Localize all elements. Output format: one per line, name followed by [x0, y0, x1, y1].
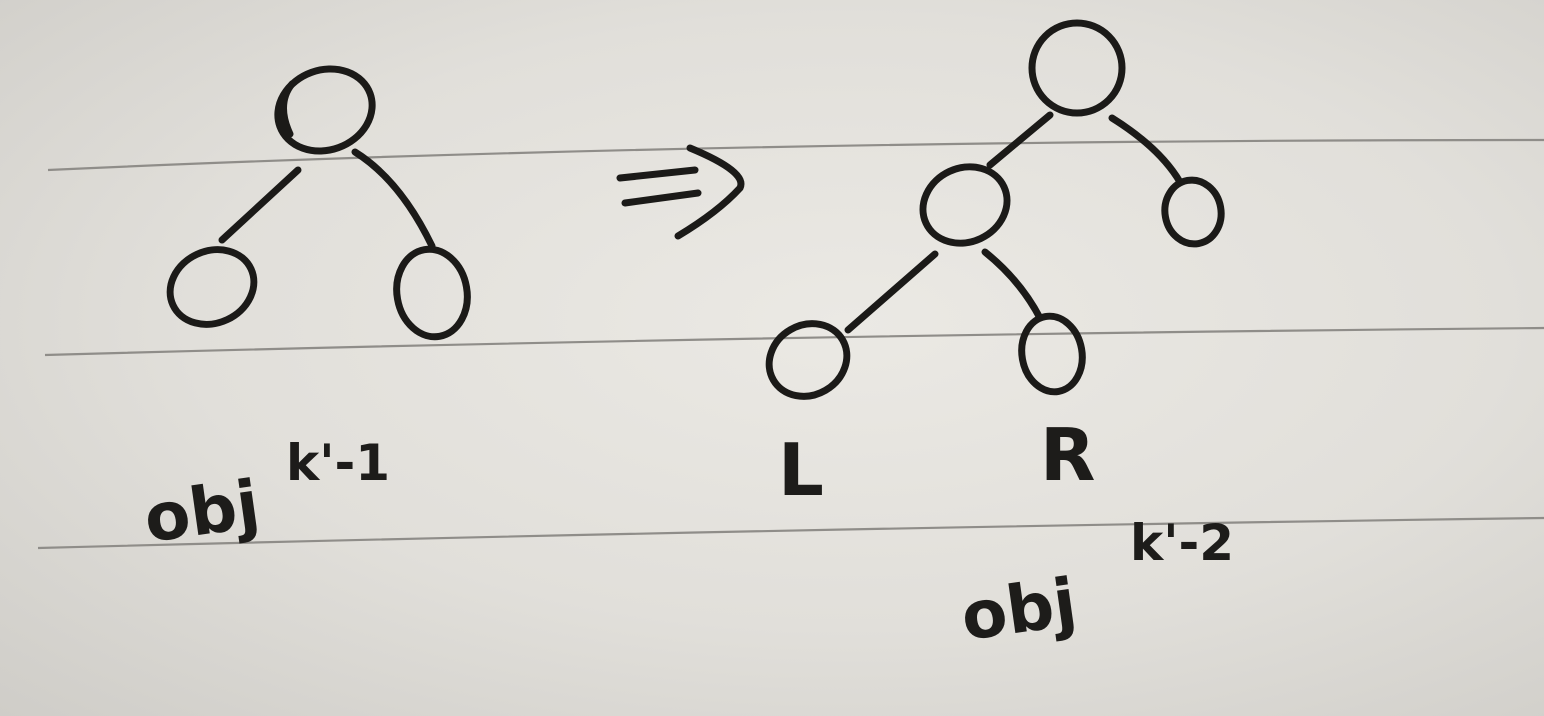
- left-tree: obj k'-1: [140, 65, 471, 558]
- right-tree-label: obj k'-2: [957, 514, 1235, 656]
- left-tree-left-child-node: [166, 246, 258, 328]
- ruled-line: [37, 516, 1544, 550]
- right-tree-right-grandchild-node: [1018, 312, 1086, 396]
- left-tree-root-node: [274, 65, 376, 155]
- left-tree-label: obj k'-1: [140, 434, 391, 558]
- right-tree-label-superscript: k'-2: [1130, 514, 1234, 572]
- right-tree-edge-root-left: [986, 111, 1054, 169]
- implies-arrow-stroke-top: [616, 166, 699, 182]
- left-tree-label-superscript: k'-1: [286, 434, 390, 492]
- right-tree-mid-node: [919, 163, 1011, 247]
- right-tree-edge-mid-right: [981, 248, 1044, 322]
- right-tree-right-grandchild-label: R: [1040, 413, 1095, 497]
- right-tree: L R obj k'-2: [765, 19, 1235, 656]
- right-tree-edge-root-right: [1108, 114, 1184, 186]
- right-tree-left-grandchild-label: L: [778, 428, 824, 512]
- left-tree-edge-right: [351, 148, 436, 250]
- implies-arrow-icon: [616, 144, 745, 240]
- right-tree-label-base: obj: [957, 564, 1082, 656]
- right-tree-root-node: [1028, 19, 1126, 117]
- right-tree-edge-mid-left: [844, 250, 939, 334]
- implies-arrow-head: [674, 144, 745, 240]
- left-tree-right-child-node: [393, 245, 471, 341]
- left-tree-edge-left: [218, 166, 302, 244]
- right-tree-left-grandchild-node: [765, 320, 851, 400]
- right-tree-right-leaf-node: [1161, 176, 1225, 248]
- left-tree-label-base: obj: [140, 466, 265, 558]
- ruled-line: [47, 138, 1544, 172]
- left-tree-root-node-overstroke: [280, 80, 296, 138]
- implies-arrow-stroke-bottom: [621, 189, 702, 207]
- ruled-line: [44, 326, 1544, 357]
